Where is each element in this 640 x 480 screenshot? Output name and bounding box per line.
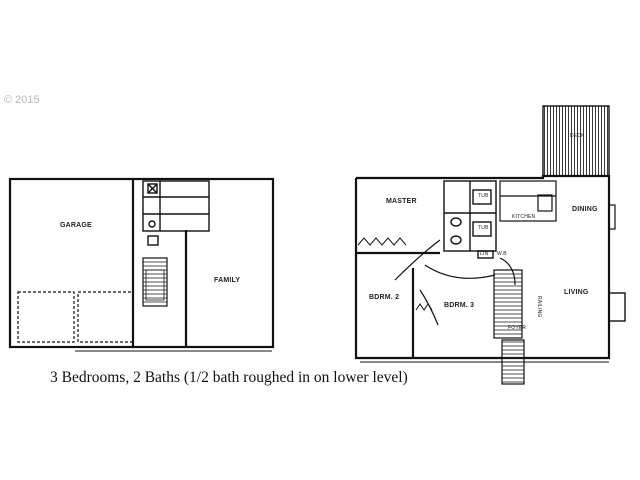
hall-door-swings: [394, 239, 516, 326]
kitchen-cabinets: [499, 180, 557, 222]
linen-label: LIN: [480, 251, 489, 257]
garage-doors: [17, 291, 134, 343]
lower-level-outer-wall: [8, 177, 275, 349]
deck-label: DECK: [570, 133, 585, 139]
bedroom-2-label: BDRM. 2: [369, 294, 400, 301]
tub-label-1: TUB: [478, 193, 489, 199]
lower-utility-core: [142, 180, 210, 246]
tub-label-2: TUB: [478, 225, 489, 231]
upper-level-outer-wall: [354, 174, 611, 360]
garage-label: GARAGE: [60, 222, 92, 229]
master-bedroom-label: MASTER: [386, 198, 417, 205]
family-room-label: FAMILY: [214, 277, 241, 284]
bedroom-closet-doors: [415, 303, 433, 311]
deck-hatched: [542, 105, 610, 177]
fireplace: [608, 292, 626, 322]
foyer-label: FOYER: [508, 325, 527, 331]
upper-stairs: [493, 269, 523, 339]
dining-room-label: DINING: [572, 206, 598, 213]
floor-plan-caption: 3 Bedrooms, 2 Baths (1/2 bath roughed in…: [50, 369, 408, 386]
living-room-label: LIVING: [564, 289, 589, 296]
bedroom-3-label: BDRM. 3: [444, 302, 475, 309]
lower-level-plan: [8, 177, 275, 352]
upper-level-plan: [354, 105, 626, 385]
lower-stairs: [142, 257, 168, 307]
railing-label: RAILING: [536, 296, 542, 318]
window-right: [608, 204, 616, 230]
closet-label: W.B: [497, 251, 507, 257]
upper-bath-core: [443, 180, 497, 259]
kitchen-label: KITCHEN: [512, 214, 536, 220]
copyright-watermark: © 2015: [4, 94, 40, 106]
master-closet-doors: [357, 237, 407, 246]
